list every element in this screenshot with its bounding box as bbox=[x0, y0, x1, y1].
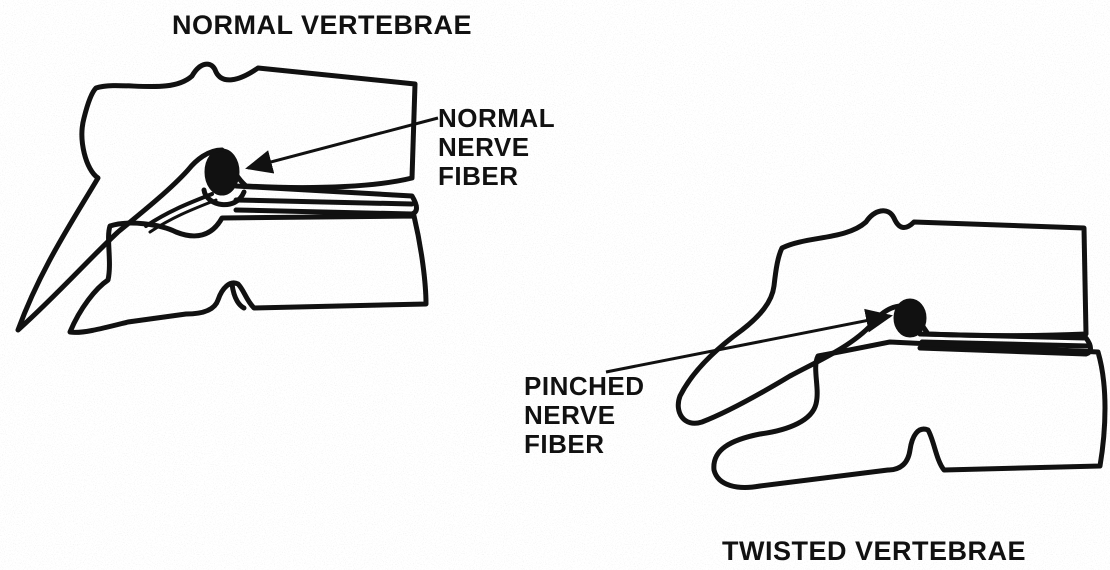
pinched-callout-line-2: NERVE bbox=[524, 401, 645, 430]
twisted-vertebrae-title: TWISTED VERTEBRAE bbox=[722, 536, 1026, 567]
normal-callout-line-2: NERVE bbox=[438, 133, 555, 162]
normal-callout-line-3: FIBER bbox=[438, 162, 555, 191]
twisted-nerve-fiber bbox=[895, 300, 925, 336]
normal-vertebrae-title: NORMAL VERTEBRAE bbox=[172, 10, 472, 41]
pinched-nerve-callout: PINCHED NERVE FIBER bbox=[524, 372, 645, 459]
normal-callout-line-1: NORMAL bbox=[438, 104, 555, 133]
normal-nerve-fiber bbox=[206, 150, 238, 194]
pinched-callout-line-1: PINCHED bbox=[524, 372, 645, 401]
normal-nerve-callout: NORMAL NERVE FIBER bbox=[438, 104, 555, 191]
pinched-callout-line-3: FIBER bbox=[524, 430, 645, 459]
